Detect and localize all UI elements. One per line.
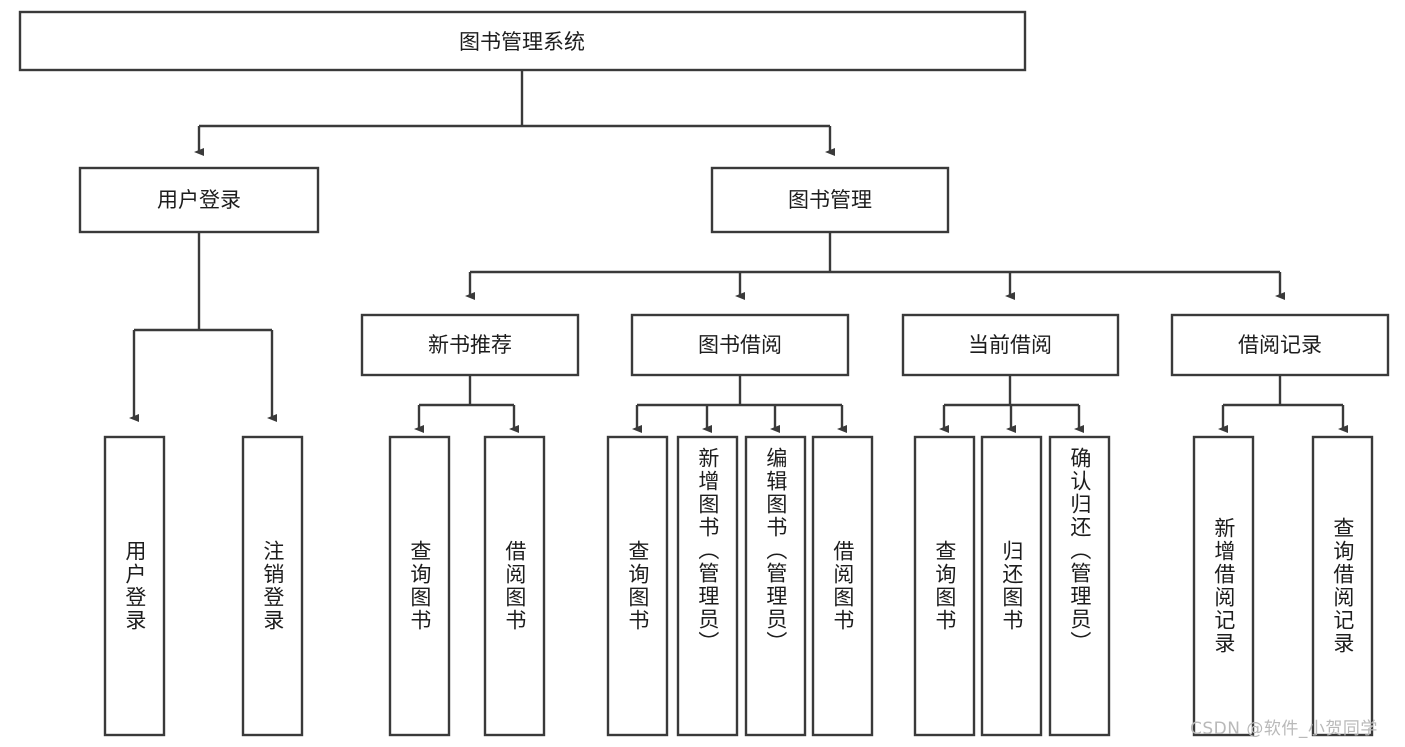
connector-user-login-to-leaves — [129, 232, 277, 422]
node-current-borrow-box[interactable] — [901, 313, 1120, 377]
node-borrow-record-label: 借阅记录 — [1238, 333, 1322, 357]
node-root[interactable]: 图书管理系统 — [18, 10, 1027, 72]
connector-book-borrow-to-leaves — [632, 375, 847, 433]
csdn-watermark: CSDN @软件_小贺同学 — [1190, 719, 1378, 739]
connector-book-manage-to-level3 — [465, 232, 1285, 300]
node-new-book-recommend[interactable]: 新书推荐 — [360, 313, 580, 377]
leaf-box-user-login-0[interactable] — [103, 435, 166, 737]
leaf-box-book-borrow-0[interactable] — [606, 435, 669, 737]
leaf-box-borrow-record-0[interactable] — [1192, 435, 1255, 737]
leaf-box-current-borrow-1[interactable] — [980, 435, 1043, 737]
node-root-box[interactable] — [18, 10, 1027, 72]
node-book-borrow[interactable]: 图书借阅 — [630, 313, 850, 377]
leaf-box-book-borrow-3[interactable] — [811, 435, 874, 737]
leaf-box-new-book-recommend-1[interactable] — [483, 435, 546, 737]
leaf-box-book-borrow-2[interactable] — [744, 435, 807, 737]
leaf-box-current-borrow-2[interactable] — [1048, 435, 1111, 737]
node-current-borrow[interactable]: 当前借阅 — [901, 313, 1120, 377]
leaf-box-current-borrow-0[interactable] — [913, 435, 976, 737]
node-user-login-box[interactable] — [78, 166, 320, 234]
connector-current-borrow-to-leaves — [939, 375, 1084, 433]
node-book-manage-label: 图书管理 — [788, 188, 872, 212]
leaf-box-book-borrow-1[interactable] — [676, 435, 739, 737]
connector-new-book-recommend-to-leaves — [414, 375, 519, 433]
node-user-login-label: 用户登录 — [157, 188, 241, 212]
connector-borrow-record-to-leaves — [1218, 375, 1348, 433]
node-current-borrow-label: 当前借阅 — [968, 333, 1052, 357]
node-root-label: 图书管理系统 — [459, 30, 585, 54]
leaf-box-new-book-recommend-0[interactable] — [388, 435, 451, 737]
node-book-borrow-label: 图书借阅 — [698, 333, 782, 357]
leaf-box-user-login-1[interactable] — [241, 435, 304, 737]
node-book-manage[interactable]: 图书管理 — [710, 166, 950, 234]
node-new-book-recommend-label: 新书推荐 — [428, 333, 512, 357]
node-user-login[interactable]: 用户登录 — [78, 166, 320, 234]
node-borrow-record[interactable]: 借阅记录 — [1170, 313, 1390, 377]
connector-root-to-level2 — [194, 70, 835, 156]
node-new-book-recommend-box[interactable] — [360, 313, 580, 377]
leaf-box-borrow-record-1[interactable] — [1311, 435, 1374, 737]
